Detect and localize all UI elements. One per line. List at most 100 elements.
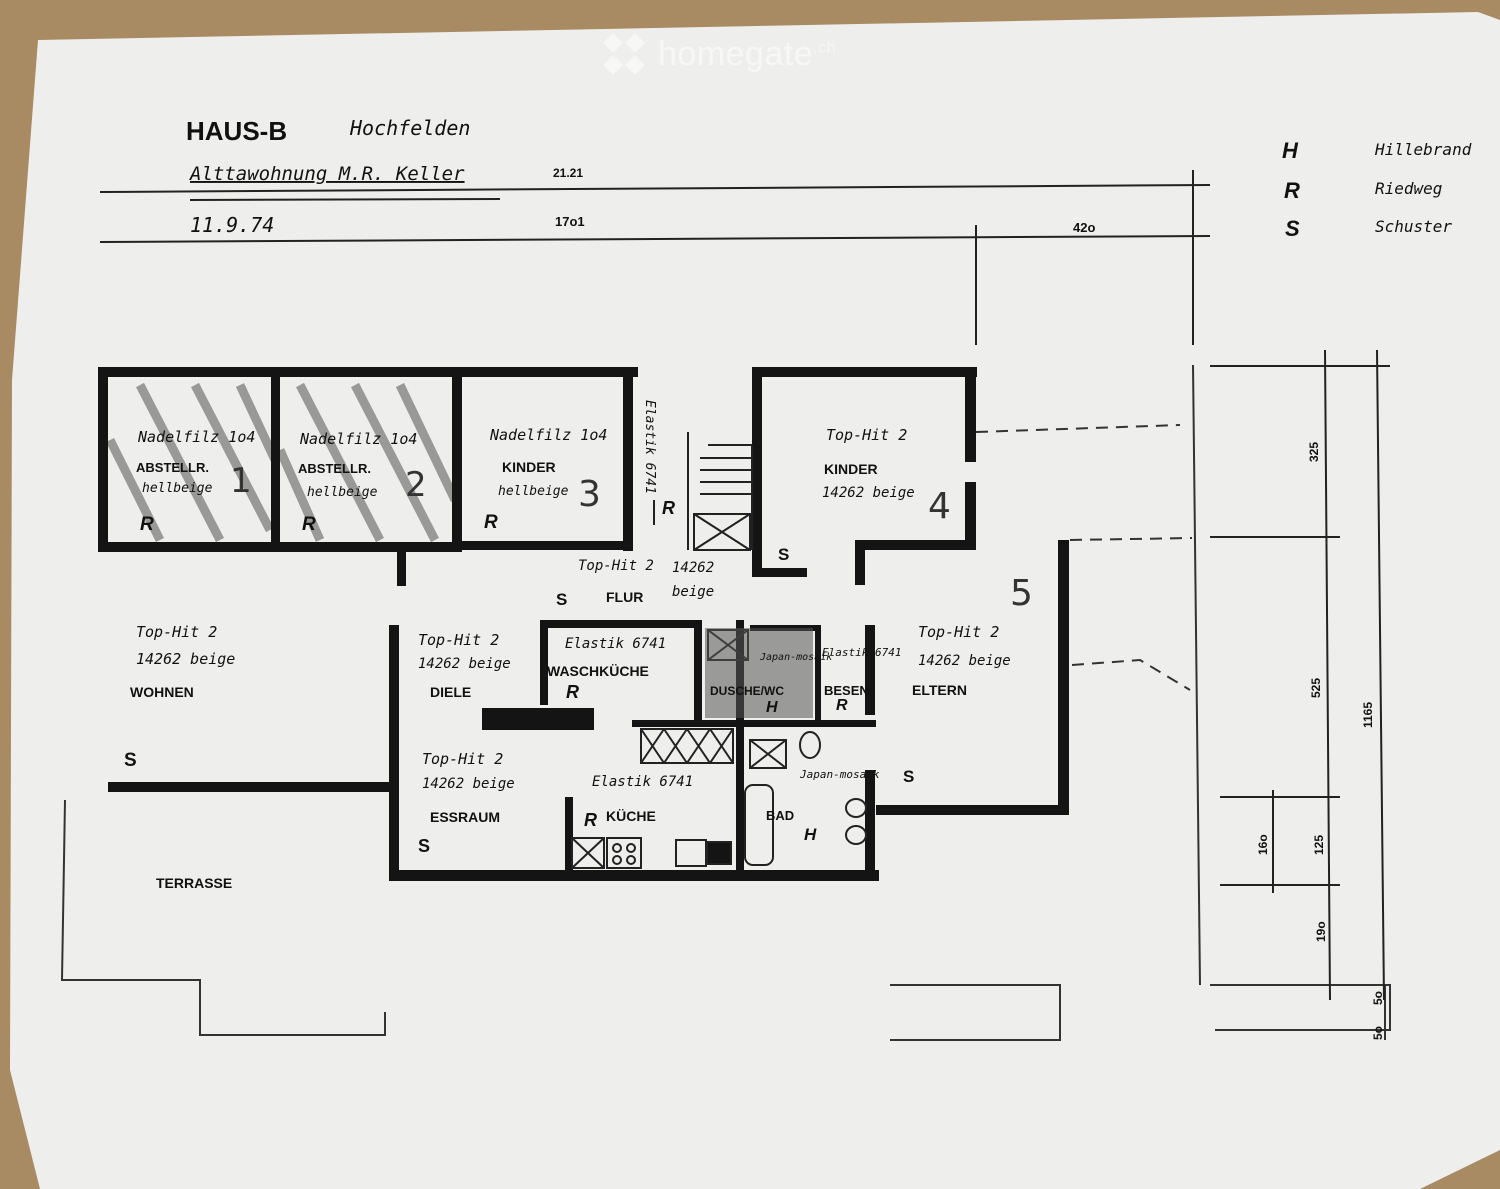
dim-525: 525 xyxy=(1309,678,1323,698)
room-bad: Japan-mosaik BAD H xyxy=(766,768,880,844)
fixtures xyxy=(571,629,867,869)
legend-name-h: Hillebrand xyxy=(1374,140,1472,159)
dim-right: 42o xyxy=(1073,220,1095,235)
room-color: 14262 xyxy=(672,560,714,576)
room-kinder-4: Top-Hit 2 KINDER 14262 beige 4 S xyxy=(778,426,951,564)
dim-125: 125 xyxy=(1312,835,1326,855)
dashed-extensions xyxy=(975,424,1193,691)
room-number: 4 xyxy=(928,486,951,527)
room-waschkueche: Elastik 6741 WASCHKÜCHE R xyxy=(547,636,666,702)
room-code: R xyxy=(836,697,848,714)
room-name: WOHNEN xyxy=(130,684,194,700)
room-floor: Top-Hit 2 xyxy=(918,623,999,641)
room-code: H xyxy=(766,699,778,716)
room-code: H xyxy=(804,825,817,844)
dim-325: 325 xyxy=(1307,442,1321,462)
room-code: R xyxy=(484,512,498,533)
room-abstell-2: Nadelfilz 1o4 ABSTELLR. hellbeige 2 R xyxy=(298,430,427,535)
legend: H Hillebrand R Riedweg S Schuster xyxy=(1282,138,1472,241)
room-number: 3 xyxy=(578,474,601,515)
plan-subtitle: Alttawohnung M.R. Keller xyxy=(189,163,465,185)
room-eltern: 5 Top-Hit 2 14262 beige ELTERN S xyxy=(903,573,1033,786)
room-floor: Nadelfilz 1o4 xyxy=(489,426,607,444)
legend-code-h: H xyxy=(1282,138,1299,163)
dimension-lines xyxy=(1210,349,1390,1001)
room-kinder-3: Nadelfilz 1o4 KINDER hellbeige 3 R xyxy=(484,426,607,533)
room-floor: Top-Hit 2 xyxy=(826,426,907,444)
room-terrasse: TERRASSE xyxy=(156,875,232,891)
legend-code-r: R xyxy=(1284,178,1300,203)
room-number: 2 xyxy=(405,465,427,505)
room-floor: Japan-mosaik xyxy=(799,768,880,781)
room-name: DUSCHE/WC xyxy=(710,684,784,698)
room-color: 14262 beige xyxy=(822,485,915,501)
room-color: 14262 beige xyxy=(418,656,511,672)
room-floor: Elastik 6741 xyxy=(565,636,666,652)
room-name: KINDER xyxy=(502,459,556,475)
room-name: BAD xyxy=(766,808,794,823)
room-floor: Top-Hit 2 xyxy=(422,750,503,768)
room-code: R xyxy=(566,682,579,702)
room-color-2: beige xyxy=(672,584,714,600)
dim-50a: 5o xyxy=(1371,991,1385,1005)
room-kueche: Elastik 6741 R KÜCHE xyxy=(584,774,693,830)
room-code: S xyxy=(418,836,430,856)
homegate-brand-suffix: .ch xyxy=(813,39,837,57)
room-color: hellbeige xyxy=(307,485,378,500)
dim-50b: 5o xyxy=(1371,1026,1385,1040)
stairwell xyxy=(653,432,753,551)
plan-location: Hochfelden xyxy=(349,116,470,140)
room-color: 14262 beige xyxy=(422,776,515,792)
header-lines xyxy=(99,170,1211,345)
room-floor: Elastik 6741 xyxy=(822,646,901,659)
room-name: WASCHKÜCHE xyxy=(547,663,649,679)
room-color: 14262 beige xyxy=(918,653,1011,669)
homegate-watermark: homegate.ch xyxy=(600,30,836,78)
room-abstell-1: Nadelfilz 1o4 ABSTELLR. hellbeige 1 R xyxy=(136,428,255,535)
room-floor: Top-Hit 2 xyxy=(136,623,217,641)
room-wohnen: Top-Hit 2 14262 beige WOHNEN S xyxy=(124,623,235,771)
room-name: KÜCHE xyxy=(606,808,656,824)
room-color: hellbeige xyxy=(142,481,213,496)
dim-top: 21.21 xyxy=(553,166,583,180)
plan-title: HAUS-B xyxy=(186,116,287,146)
header: HAUS-B Hochfelden Alttawohnung M.R. Kell… xyxy=(186,116,1095,237)
stair-code: R xyxy=(662,498,675,518)
room-name: BESEN xyxy=(824,683,869,698)
room-stair: Elastik 6741 R xyxy=(642,400,675,518)
dim-160: 16o xyxy=(1256,834,1270,855)
room-diele: Top-Hit 2 14262 beige DIELE xyxy=(418,631,511,700)
room-name: ABSTELLR. xyxy=(136,460,209,475)
plan-date: 11.9.74 xyxy=(190,213,274,237)
legend-name-s: Schuster xyxy=(1375,217,1452,236)
room-code: S xyxy=(124,750,137,771)
room-flur: Top-Hit 2 14262 beige S FLUR xyxy=(556,558,714,609)
walls xyxy=(98,367,1069,881)
stair-floor: Elastik 6741 xyxy=(642,400,657,494)
paper-sheet xyxy=(10,12,1500,1189)
dim-190: 19o xyxy=(1314,921,1328,942)
room-color: hellbeige xyxy=(498,484,569,499)
homegate-logo-icon xyxy=(603,33,645,75)
storage-hatching xyxy=(105,382,460,543)
legend-name-r: Riedweg xyxy=(1375,179,1442,198)
homegate-brand: homegate.ch xyxy=(658,35,836,74)
room-name: ESSRAUM xyxy=(430,809,500,825)
room-besen: Elastik 6741 BESEN R xyxy=(822,646,901,714)
homegate-brand-name: homegate xyxy=(658,34,814,73)
room-color: 14262 beige xyxy=(136,650,235,668)
room-code: S xyxy=(903,767,914,786)
room-number: 1 xyxy=(230,461,252,501)
room-floor: Nadelfilz 1o4 xyxy=(137,428,255,446)
shower-shading xyxy=(705,628,813,718)
room-name: ELTERN xyxy=(912,682,967,698)
dim-1165: 1165 xyxy=(1361,702,1375,728)
terrace-outlines xyxy=(60,364,1391,1041)
room-code: S xyxy=(556,590,567,609)
room-floor: Nadelfilz 1o4 xyxy=(299,430,417,448)
room-code: R xyxy=(584,810,597,830)
room-name: ABSTELLR. xyxy=(298,461,371,476)
room-dusche: Japan-mosaik DUSCHE/WC H xyxy=(710,652,832,716)
room-floor: Top-Hit 2 xyxy=(578,558,654,574)
